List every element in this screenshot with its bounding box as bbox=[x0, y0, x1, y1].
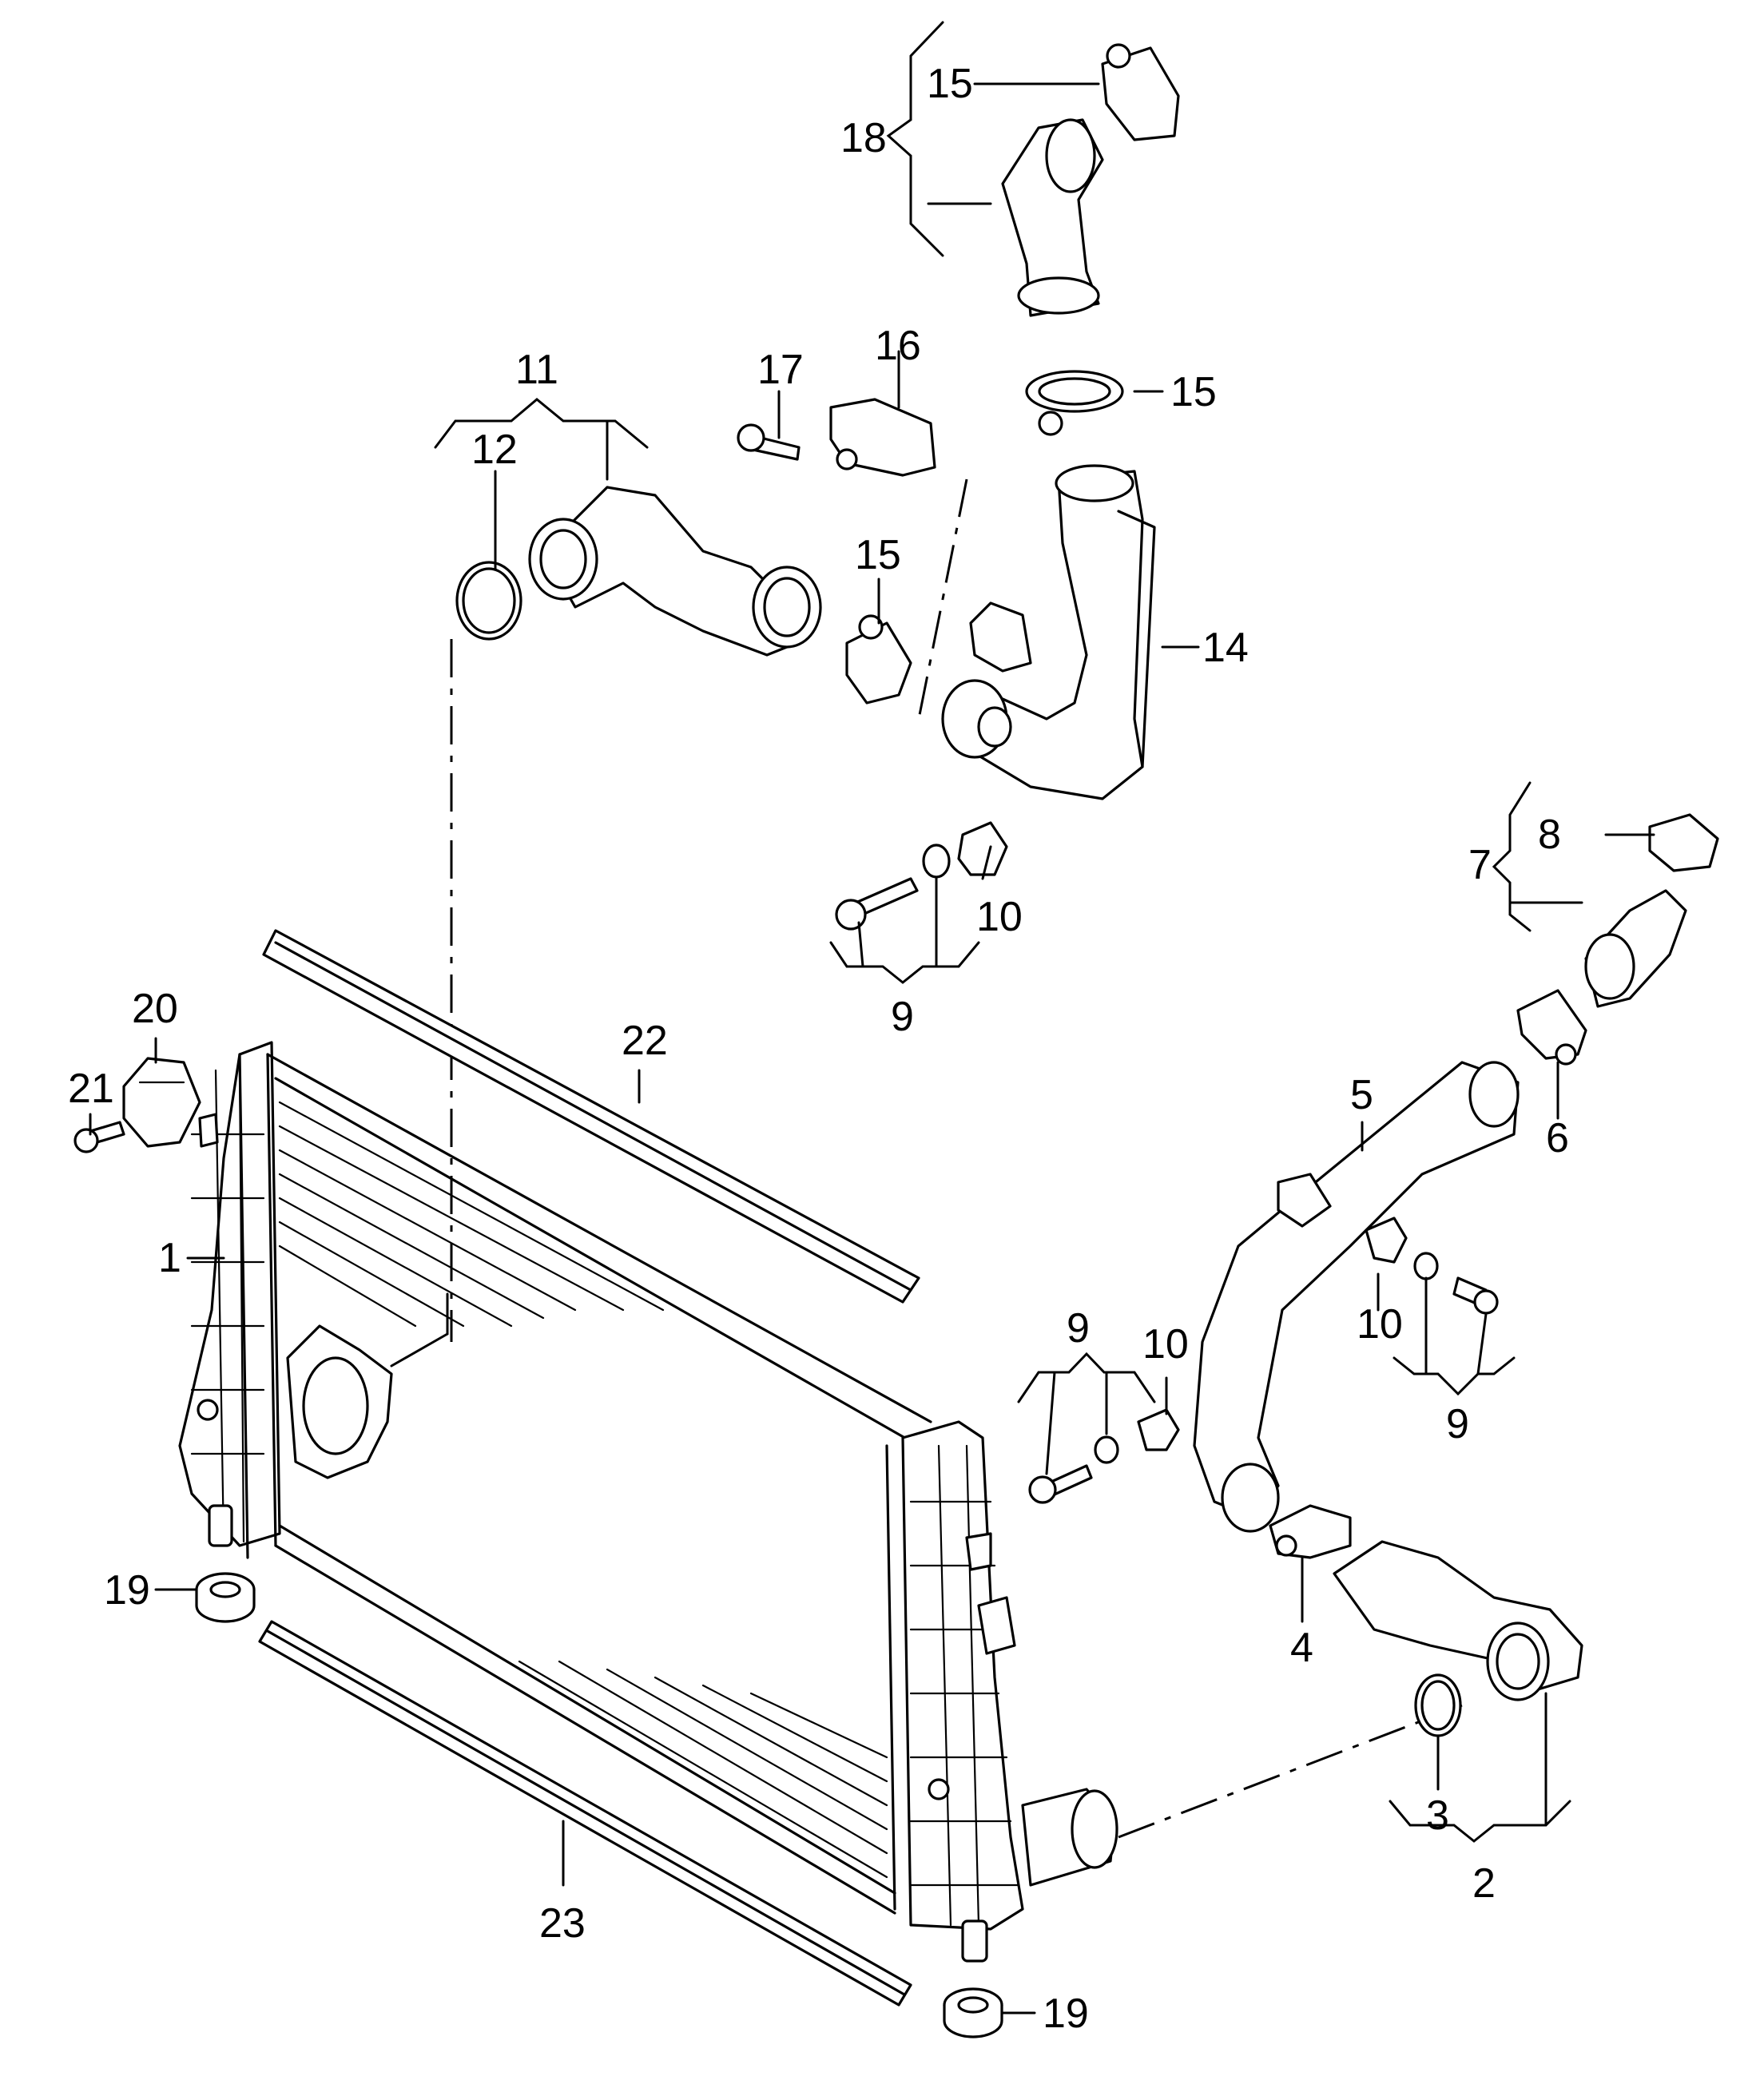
rubber-mount-right bbox=[943, 1987, 1003, 2038]
charge-hose-small bbox=[1584, 889, 1687, 1008]
intercooler-core bbox=[178, 1041, 1118, 1963]
callout-19-right: 19 bbox=[1043, 1991, 1089, 2037]
centerline-right bbox=[1118, 1704, 1463, 1839]
callout-16: 16 bbox=[875, 323, 921, 369]
hose-clamp-c bbox=[1101, 43, 1180, 141]
callout-9-upper: 9 bbox=[891, 994, 914, 1040]
bolt-kit-upper bbox=[835, 821, 1008, 931]
callout-10-right: 10 bbox=[1357, 1301, 1403, 1348]
callout-6: 6 bbox=[1546, 1115, 1569, 1161]
callout-3: 3 bbox=[1426, 1792, 1449, 1839]
rubber-mount-left bbox=[195, 1572, 256, 1623]
callout-19-left: 19 bbox=[104, 1567, 150, 1614]
charge-pipe-lower bbox=[1193, 1061, 1520, 1533]
callout-22: 22 bbox=[622, 1018, 668, 1064]
charge-hose-top bbox=[1001, 118, 1104, 317]
callout-15-clamp: 15 bbox=[1170, 369, 1217, 415]
callout-5: 5 bbox=[1350, 1072, 1373, 1118]
callout-10-upper: 10 bbox=[976, 894, 1023, 940]
callout-14: 14 bbox=[1202, 625, 1249, 671]
charge-pipe-main bbox=[941, 464, 1156, 800]
callout-23: 23 bbox=[539, 1900, 586, 1947]
callout-2: 2 bbox=[1472, 1860, 1496, 1907]
leader-lines bbox=[89, 82, 1655, 2015]
callout-9-center: 9 bbox=[1067, 1305, 1090, 1352]
bracket-groups bbox=[434, 21, 1583, 1843]
hose-clamp-d bbox=[1516, 989, 1587, 1066]
callout-8: 8 bbox=[1538, 812, 1561, 858]
callout-7: 7 bbox=[1468, 842, 1492, 888]
o-ring-lower bbox=[1414, 1673, 1462, 1737]
hose-clamp-b bbox=[1025, 370, 1124, 436]
callout-10-center: 10 bbox=[1142, 1321, 1189, 1368]
callout-20: 20 bbox=[132, 986, 178, 1032]
hose-clamp-a bbox=[845, 614, 912, 705]
callout-15-top: 15 bbox=[927, 61, 973, 107]
callout-12: 12 bbox=[471, 427, 518, 473]
sensor-bolt bbox=[737, 423, 801, 461]
callout-21: 21 bbox=[68, 1066, 114, 1112]
pressure-sensor bbox=[829, 398, 936, 477]
callout-labels: 15 18 11 12 17 16 15 15 14 8 7 10 9 20 2… bbox=[68, 61, 1569, 2037]
callout-18: 18 bbox=[840, 115, 887, 161]
callout-15-mid: 15 bbox=[855, 532, 901, 578]
o-ring-upper bbox=[455, 561, 522, 641]
callout-11: 11 bbox=[515, 347, 558, 393]
callout-1: 1 bbox=[158, 1235, 181, 1281]
centerline-sensor bbox=[917, 478, 968, 720]
bottom-seal-strip bbox=[258, 1620, 912, 2007]
callout-9-right: 9 bbox=[1446, 1401, 1469, 1447]
hose-clamp-f bbox=[1269, 1504, 1352, 1559]
charge-hose-lower bbox=[1333, 1540, 1583, 1701]
callout-17: 17 bbox=[757, 347, 804, 393]
bolt-kit-center bbox=[1028, 1408, 1180, 1504]
callout-4: 4 bbox=[1290, 1625, 1313, 1671]
charge-hose-upper bbox=[528, 486, 822, 657]
screw-small bbox=[74, 1121, 125, 1153]
bolt-kit-right bbox=[1365, 1217, 1499, 1315]
top-seal-strip bbox=[262, 929, 920, 1304]
mounting-bracket bbox=[122, 1057, 219, 1148]
hose-clamp-e bbox=[1648, 813, 1719, 872]
